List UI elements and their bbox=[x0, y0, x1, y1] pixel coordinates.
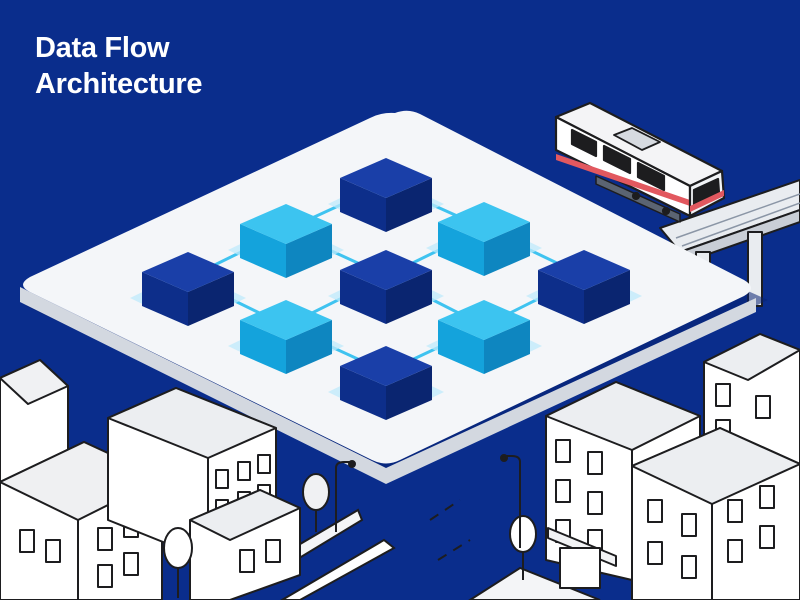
node-upper-left bbox=[228, 204, 344, 278]
street-lamp-icon bbox=[335, 460, 356, 532]
tree-icon bbox=[302, 473, 330, 532]
node-upper-right bbox=[426, 202, 542, 276]
node-right bbox=[526, 250, 642, 324]
node-top bbox=[328, 158, 444, 232]
nodes bbox=[130, 158, 642, 420]
building-icon bbox=[0, 359, 301, 600]
node-lower-left bbox=[228, 300, 344, 374]
node-lower-right bbox=[426, 300, 542, 374]
node-bottom bbox=[328, 346, 444, 420]
page-title: Data Flow Architecture bbox=[35, 30, 203, 102]
title-line-2: Architecture bbox=[35, 68, 203, 100]
node-left bbox=[130, 252, 246, 326]
train-icon bbox=[554, 101, 726, 223]
title-line-1: Data Flow bbox=[35, 32, 170, 64]
street-lamp-icon bbox=[500, 454, 521, 548]
tree-icon bbox=[163, 527, 193, 598]
node-center bbox=[328, 250, 444, 324]
building-icon bbox=[545, 333, 800, 600]
tree-icon bbox=[509, 515, 537, 580]
